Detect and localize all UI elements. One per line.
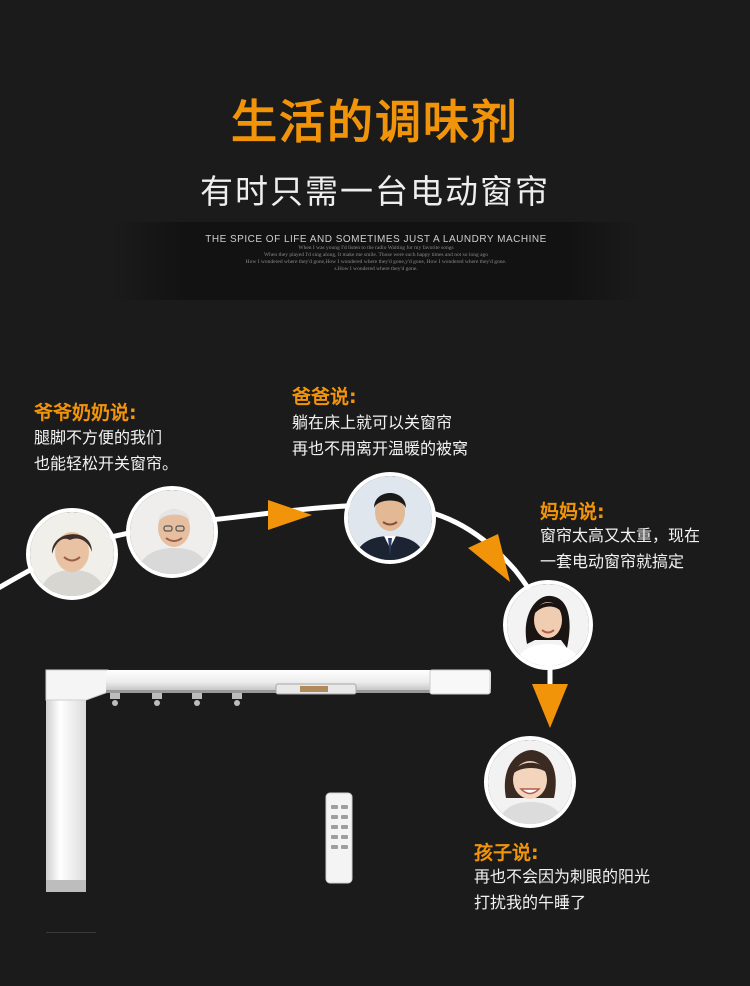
mother-quote-line: 窗帘太高又太重，现在: [540, 526, 701, 545]
father-avatar: [344, 472, 436, 564]
child-quote-line: 打扰我的午睡了: [474, 893, 587, 912]
grandparents-quote-title: 爷爷奶奶说:: [34, 402, 137, 424]
father-quote-line: 再也不用离开温暖的被窝: [292, 439, 469, 458]
track-vertical-section: [46, 670, 86, 892]
track-elbow: [45, 669, 109, 701]
page-title: 生活的调味剂: [231, 95, 519, 149]
mother-quote-title: 妈妈说:: [540, 501, 605, 523]
child-quote-title: 孩子说:: [474, 842, 539, 864]
child-quote-line: 再也不会因为刺眼的阳光: [474, 867, 651, 886]
father-quote-line: 躺在床上就可以关窗帘: [292, 413, 453, 432]
grandparents-quote-line: 腿脚不方便的我们: [34, 428, 163, 447]
mother-avatar: [503, 580, 593, 670]
father-quote-title: 爸爸说:: [292, 386, 357, 408]
page-subtitle: 有时只需一台电动窗帘: [200, 172, 550, 211]
track-rail: [106, 670, 491, 692]
mother-quote-line: 一套电动窗帘就搞定: [540, 552, 685, 571]
english-heading: THE SPICE OF LIFE AND SOMETIMES JUST A L…: [205, 234, 547, 245]
grandparents-quote-line: 也能轻松开关窗帘。: [34, 454, 179, 473]
track-end-cap: [429, 669, 491, 695]
english-text-block: THE SPICE OF LIFE AND SOMETIMES JUST A L…: [112, 222, 640, 300]
footer-divider: [46, 932, 96, 933]
english-line: When I was young I'd listen to the radio…: [298, 245, 454, 251]
arrow-down-right-icon: [468, 534, 510, 582]
remote-control: [325, 792, 353, 884]
track-gliders: [110, 693, 242, 706]
grandfather-avatar: [126, 486, 218, 578]
english-line: s.How I wondered where they'd gone.: [334, 266, 418, 272]
arrow-right-icon: [268, 500, 312, 530]
english-line: How I wondered where they'd gone,How I w…: [245, 259, 507, 265]
grandmother-avatar: [26, 508, 118, 600]
arrow-down-icon: [532, 684, 568, 728]
english-line: When they played I'd sing along, It make…: [263, 252, 489, 258]
child-avatar: [484, 736, 576, 828]
